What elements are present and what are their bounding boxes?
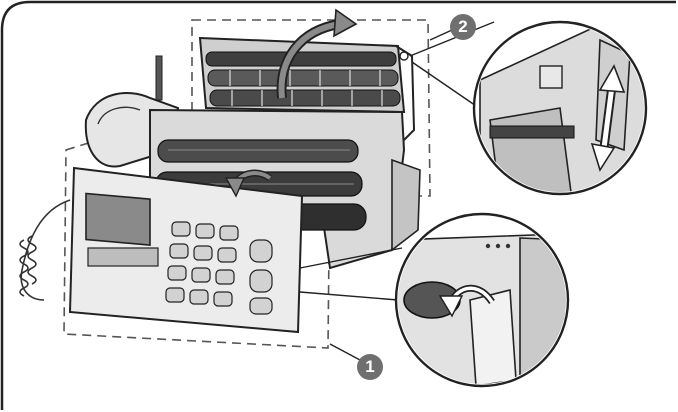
callout-badge-1: 1 bbox=[357, 354, 383, 380]
zoom-detail-knob bbox=[394, 212, 570, 388]
callout-badge-2: 2 bbox=[450, 14, 476, 40]
lcd-screen bbox=[85, 192, 151, 246]
antenna bbox=[155, 55, 163, 101]
control-panel bbox=[68, 166, 304, 334]
double-arrow-up-down-icon bbox=[590, 64, 626, 172]
zoom-detail-lever bbox=[472, 20, 648, 196]
opened-cover bbox=[198, 36, 416, 141]
handset-cord bbox=[19, 199, 71, 301]
